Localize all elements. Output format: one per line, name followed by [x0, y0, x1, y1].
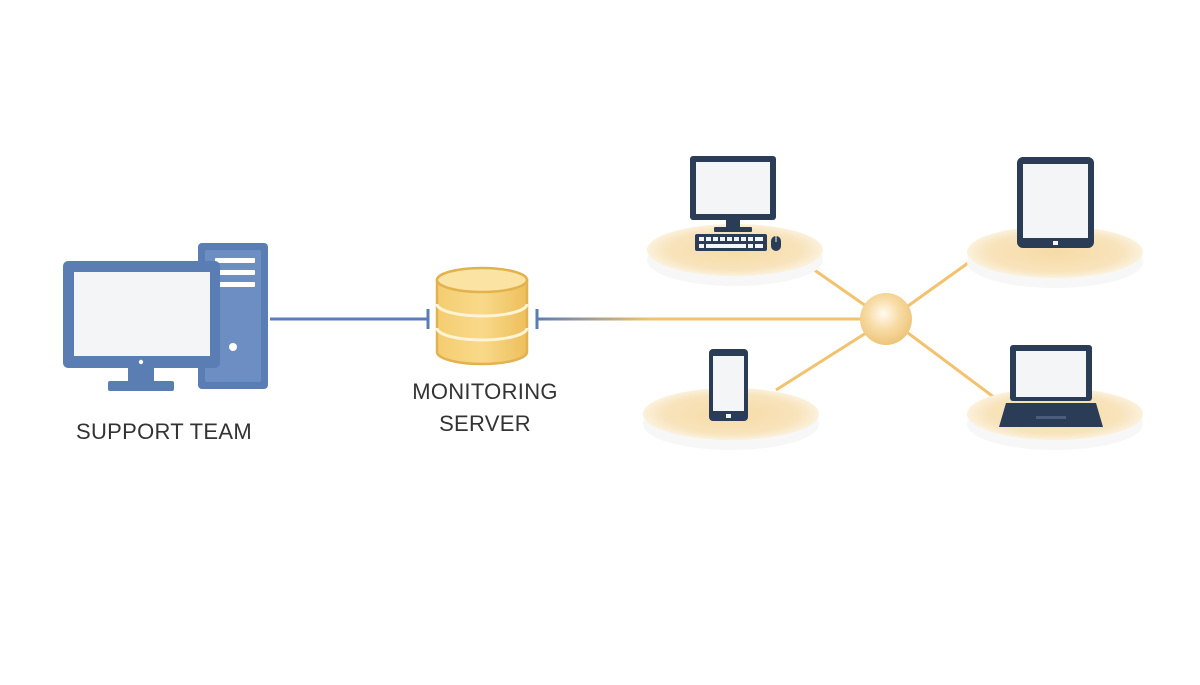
- database-icon: [435, 266, 529, 366]
- monitoring-server-label: MONITORING SERVER: [380, 376, 590, 440]
- connector-server-to-hub: [535, 309, 862, 329]
- desktop-computer-with-tower-icon: [63, 243, 268, 391]
- tablet-icon: [1017, 157, 1094, 248]
- monitoring-server-label-line2: SERVER: [439, 411, 531, 436]
- hub-spokes: [775, 256, 996, 400]
- support-team-label: SUPPORT TEAM: [40, 416, 288, 448]
- smartphone-icon: [709, 349, 748, 421]
- laptop-icon: [999, 345, 1103, 427]
- monitoring-server-label-line1: MONITORING: [412, 379, 558, 404]
- connector-support-to-server: [270, 309, 430, 329]
- platform-desktop: [647, 224, 823, 286]
- desktop-computer-with-keyboard-icon: [690, 156, 781, 251]
- network-hub-icon: [860, 293, 912, 345]
- support-team-label-text: SUPPORT TEAM: [76, 419, 252, 444]
- platform-tablet: [967, 226, 1143, 288]
